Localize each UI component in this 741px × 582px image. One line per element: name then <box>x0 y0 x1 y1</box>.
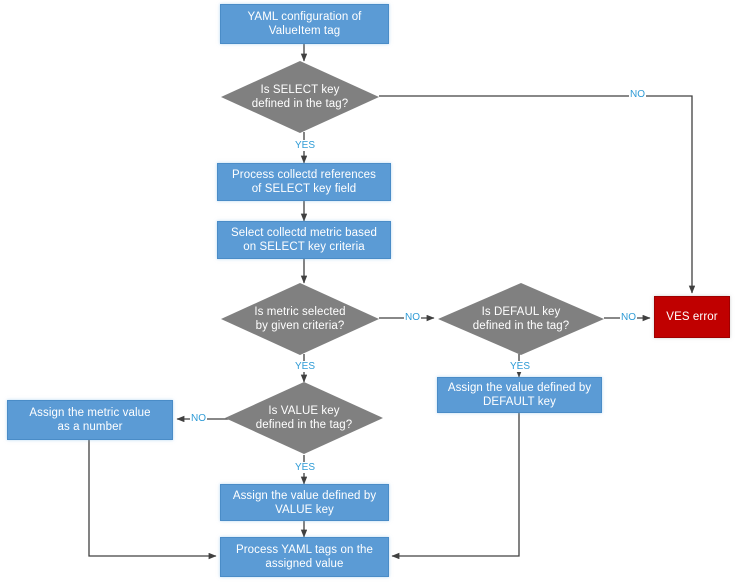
edge-select-no <box>379 95 696 294</box>
node-decision-defaul-key-label: Is DEFAUL key defined in the tag? <box>472 306 570 332</box>
node-assign-default-value[interactable]: Assign the value defined by DEFAULT key <box>437 377 602 413</box>
edge-label-value-yes: YES <box>294 462 317 473</box>
edge-default-to-yaml <box>391 413 520 560</box>
node-assign-default-value-label: Assign the value defined by DEFAULT key <box>447 382 592 408</box>
node-process-collectd-references[interactable]: Process collectd references of SELECT ke… <box>217 163 391 201</box>
edge-number-to-yaml <box>88 440 217 560</box>
node-process-collectd-references-label: Process collectd references of SELECT ke… <box>232 169 376 195</box>
edge-label-select-no: NO <box>629 89 646 100</box>
node-ves-error[interactable]: VES error <box>654 296 730 338</box>
edge-label-value-no: NO <box>190 413 207 424</box>
node-assign-value-key[interactable]: Assign the value defined by VALUE key <box>220 484 389 521</box>
node-assign-metric-as-number[interactable]: Assign the metric value as a number <box>7 400 173 440</box>
node-process-yaml-tags[interactable]: Process YAML tags on the assigned value <box>220 537 389 577</box>
node-start[interactable]: YAML configuration of ValueItem tag <box>220 4 389 44</box>
node-decision-value-key[interactable]: Is VALUE key defined in the tag? <box>225 382 383 454</box>
node-decision-defaul-key[interactable]: Is DEFAUL key defined in the tag? <box>438 283 604 355</box>
node-ves-error-label: VES error <box>666 311 718 323</box>
edge-label-metric-yes: YES <box>294 361 317 372</box>
edge-label-metric-no: NO <box>404 312 421 323</box>
edge-label-defaul-no: NO <box>620 312 637 323</box>
node-decision-select-key[interactable]: Is SELECT key defined in the tag? <box>221 61 379 133</box>
node-start-label: YAML configuration of ValueItem tag <box>247 11 362 37</box>
node-select-collectd-metric[interactable]: Select collectd metric based on SELECT k… <box>217 221 391 259</box>
node-decision-value-key-label: Is VALUE key defined in the tag? <box>255 405 353 431</box>
edge-label-select-yes: YES <box>294 140 317 151</box>
node-assign-metric-as-number-label: Assign the metric value as a number <box>29 407 151 433</box>
node-decision-select-key-label: Is SELECT key defined in the tag? <box>251 84 349 110</box>
node-process-yaml-tags-label: Process YAML tags on the assigned value <box>235 544 374 570</box>
node-decision-metric-selected[interactable]: Is metric selected by given criteria? <box>221 283 379 355</box>
node-assign-value-key-label: Assign the value defined by VALUE key <box>232 489 377 516</box>
edge-label-defaul-yes: YES <box>509 361 532 372</box>
node-select-collectd-metric-label: Select collectd metric based on SELECT k… <box>231 227 377 253</box>
node-decision-metric-selected-label: Is metric selected by given criteria? <box>254 306 346 332</box>
